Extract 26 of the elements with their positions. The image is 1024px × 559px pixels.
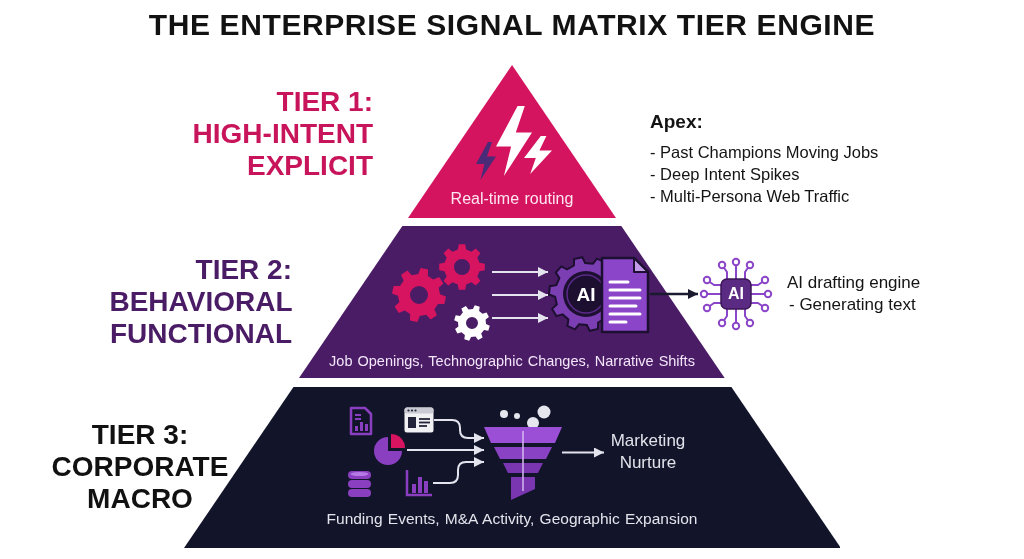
side-note: - Generating text — [789, 294, 916, 315]
list-item: - Deep Intent Spikes — [650, 164, 800, 185]
flow-label: Marketing Nurture — [604, 430, 692, 474]
note-heading: Apex: — [650, 111, 703, 132]
tier-heading: TIER 3: CORPORATE MACRO — [50, 419, 230, 515]
side-note: AI drafting engine — [787, 272, 921, 293]
tier-heading: TIER 2: BEHAVIORAL FUNCTIONAL — [108, 254, 292, 350]
pyramid-tier — [299, 226, 725, 378]
diagram-title: THE ENTERPRISE SIGNAL MATRIX TIER ENGINE — [148, 7, 876, 43]
list-item: - Past Champions Moving Jobs — [650, 142, 879, 163]
arrow — [491, 313, 549, 323]
arrow — [406, 445, 485, 455]
list-item: - Multi-Persona Web Traffic — [650, 186, 850, 207]
tier-caption: Job Openings, Technographic Changes, Narrative Shifts — [329, 353, 695, 371]
arrow — [432, 457, 485, 484]
tier-caption: Real-time routing — [450, 189, 574, 209]
arrow — [561, 447, 605, 458]
arrow — [650, 289, 698, 299]
arrow — [433, 419, 485, 443]
tier-heading: TIER 1: HIGH-INTENT EXPLICIT — [191, 86, 373, 182]
ai-label: AI — [576, 284, 596, 304]
ai-label: AI — [728, 286, 744, 302]
arrow — [491, 290, 549, 300]
arrow — [491, 267, 549, 277]
tier-caption: Funding Events, M&A Activity, Geographic Expansion — [326, 510, 698, 529]
pyramid-tier — [407, 65, 617, 218]
